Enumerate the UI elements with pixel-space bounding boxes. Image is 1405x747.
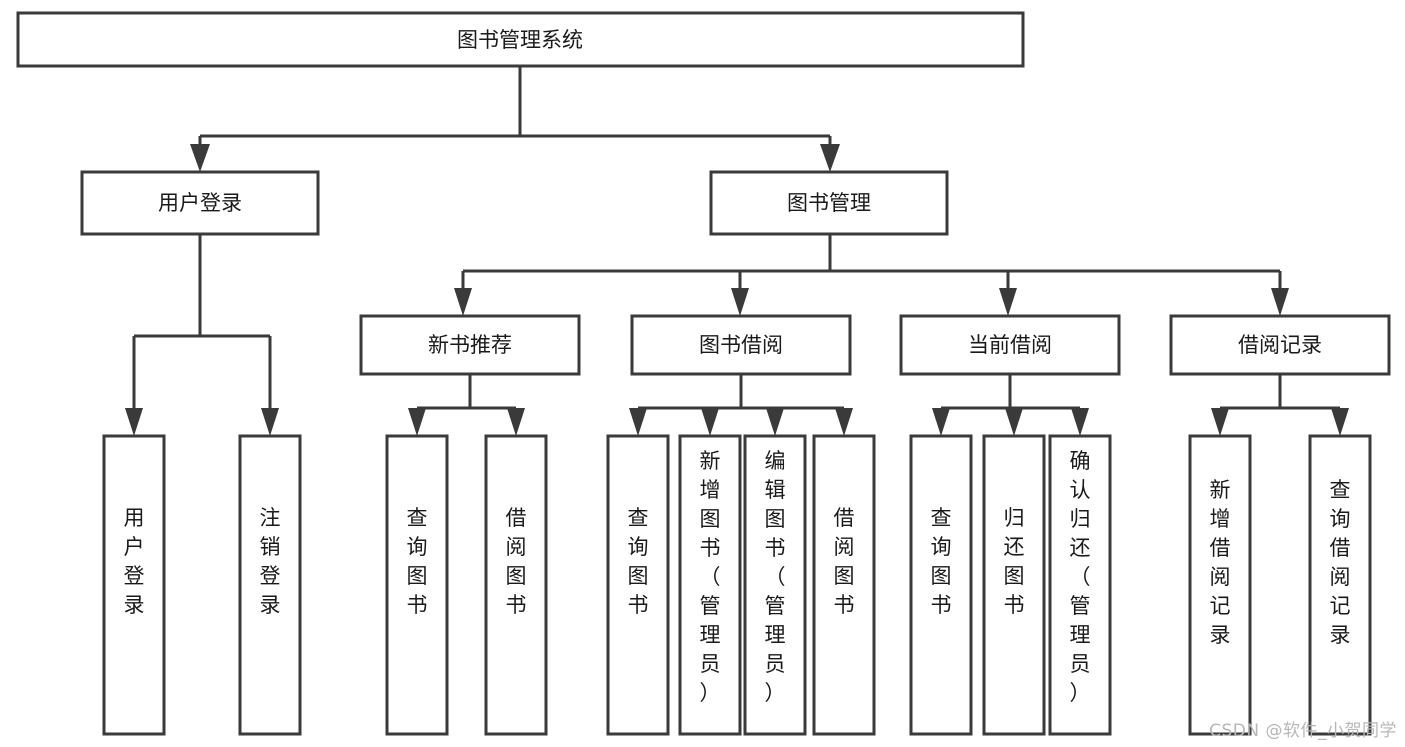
node-user-login[interactable]: 用户登录 <box>80 170 320 236</box>
arrow-userlogin-leaf-2 <box>261 408 279 436</box>
new-book-recommend-label: 新书推荐 <box>428 333 512 357</box>
arrow-record-leaf-1 <box>1211 408 1229 436</box>
leaf-query-borrow-record[interactable]: 查询借阅记录 <box>1308 434 1372 736</box>
leaf-user-login[interactable]: 用户登录 <box>102 434 166 736</box>
arrow-bookmgmt-to-newbook <box>454 288 472 316</box>
leaf-label: 用户登录 <box>124 506 145 617</box>
arrow-borrow-leaf-3 <box>766 408 784 436</box>
current-borrow-label: 当前借阅 <box>968 333 1052 357</box>
leaf-label: 查询图书 <box>931 506 952 617</box>
book-borrow-box[interactable] <box>630 314 852 376</box>
arrow-record-leaf-2 <box>1331 408 1349 436</box>
connector-layer <box>125 66 1349 436</box>
leaf-box[interactable] <box>385 434 449 736</box>
root-box[interactable] <box>16 11 1025 68</box>
arrow-root-to-book-mgmt <box>820 144 840 172</box>
leaf-label: 查询借阅记录 <box>1330 478 1351 647</box>
leaf-return-book[interactable]: 归还图书 <box>982 434 1046 736</box>
leaf-box[interactable] <box>1048 434 1112 736</box>
arrow-newbook-leaf-2 <box>507 408 525 436</box>
leaf-add-borrow-record[interactable]: 新增借阅记录 <box>1188 434 1252 736</box>
leaf-edit-book-admin[interactable]: 编辑图书（管理员） <box>743 434 807 736</box>
node-current-borrow[interactable]: 当前借阅 <box>899 314 1121 376</box>
arrow-root-to-user-login <box>190 144 210 172</box>
user-login-box[interactable] <box>80 170 320 236</box>
leaf-box[interactable] <box>982 434 1046 736</box>
leaf-label: 查询图书 <box>407 506 428 617</box>
borrow-record-box[interactable] <box>1169 314 1391 376</box>
leaf-label: 查询图书 <box>628 506 649 617</box>
arrow-current-leaf-2 <box>1005 408 1023 436</box>
node-book-management[interactable]: 图书管理 <box>709 170 949 236</box>
root-label: 图书管理系统 <box>457 28 583 52</box>
leaf-query-book-borrow[interactable]: 查询图书 <box>606 434 670 736</box>
leaf-label: 归还图书 <box>1004 506 1025 617</box>
arrow-bookmgmt-to-record <box>1271 288 1289 316</box>
arrow-current-leaf-3 <box>1071 408 1089 436</box>
leaf-box[interactable] <box>812 434 876 736</box>
leaf-label: 新增借阅记录 <box>1210 478 1231 647</box>
leaf-confirm-return-admin[interactable]: 确认归还（管理员） <box>1048 434 1112 736</box>
leaf-label: 注销登录 <box>260 506 281 617</box>
arrow-bookmgmt-to-current <box>999 288 1017 316</box>
arrow-newbook-leaf-1 <box>408 408 426 436</box>
book-management-box[interactable] <box>709 170 949 236</box>
leaf-box[interactable] <box>484 434 548 736</box>
arrow-borrow-leaf-2 <box>701 408 719 436</box>
leaf-logout[interactable]: 注销登录 <box>238 434 302 736</box>
leaf-borrow-book-borrow[interactable]: 借阅图书 <box>812 434 876 736</box>
leaf-label: 新增图书（管理员） <box>700 449 721 705</box>
arrow-borrow-leaf-1 <box>629 408 647 436</box>
arrow-bookmgmt-to-borrow <box>731 288 749 316</box>
leaf-box[interactable] <box>238 434 302 736</box>
new-book-recommend-box[interactable] <box>359 314 581 376</box>
leaf-label: 借阅图书 <box>834 506 855 617</box>
node-new-book-recommend[interactable]: 新书推荐 <box>359 314 581 376</box>
arrow-current-leaf-1 <box>932 408 950 436</box>
leaf-label: 借阅图书 <box>506 506 527 617</box>
book-management-label: 图书管理 <box>787 191 871 215</box>
book-borrow-label: 图书借阅 <box>699 333 783 357</box>
leaf-add-book-admin[interactable]: 新增图书（管理员） <box>678 434 742 736</box>
arrow-userlogin-leaf-1 <box>125 408 143 436</box>
current-borrow-box[interactable] <box>899 314 1121 376</box>
leaf-query-book-current[interactable]: 查询图书 <box>909 434 973 736</box>
leaf-borrow-book-newbook[interactable]: 借阅图书 <box>484 434 548 736</box>
leaf-box[interactable] <box>1308 434 1372 736</box>
leaf-query-book-newbook[interactable]: 查询图书 <box>385 434 449 736</box>
user-login-label: 用户登录 <box>158 191 242 215</box>
arrow-borrow-leaf-4 <box>835 408 853 436</box>
leaf-box[interactable] <box>1188 434 1252 736</box>
leaf-box[interactable] <box>909 434 973 736</box>
leaf-label: 确认归还（管理员） <box>1070 449 1091 705</box>
node-book-borrow[interactable]: 图书借阅 <box>630 314 852 376</box>
node-borrow-record[interactable]: 借阅记录 <box>1169 314 1391 376</box>
leaf-label: 编辑图书（管理员） <box>765 449 786 705</box>
leaf-box[interactable] <box>606 434 670 736</box>
node-root-system[interactable]: 图书管理系统 <box>16 11 1025 68</box>
leaf-box[interactable] <box>743 434 807 736</box>
leaf-box[interactable] <box>678 434 742 736</box>
leaf-box[interactable] <box>102 434 166 736</box>
borrow-record-label: 借阅记录 <box>1238 333 1322 357</box>
